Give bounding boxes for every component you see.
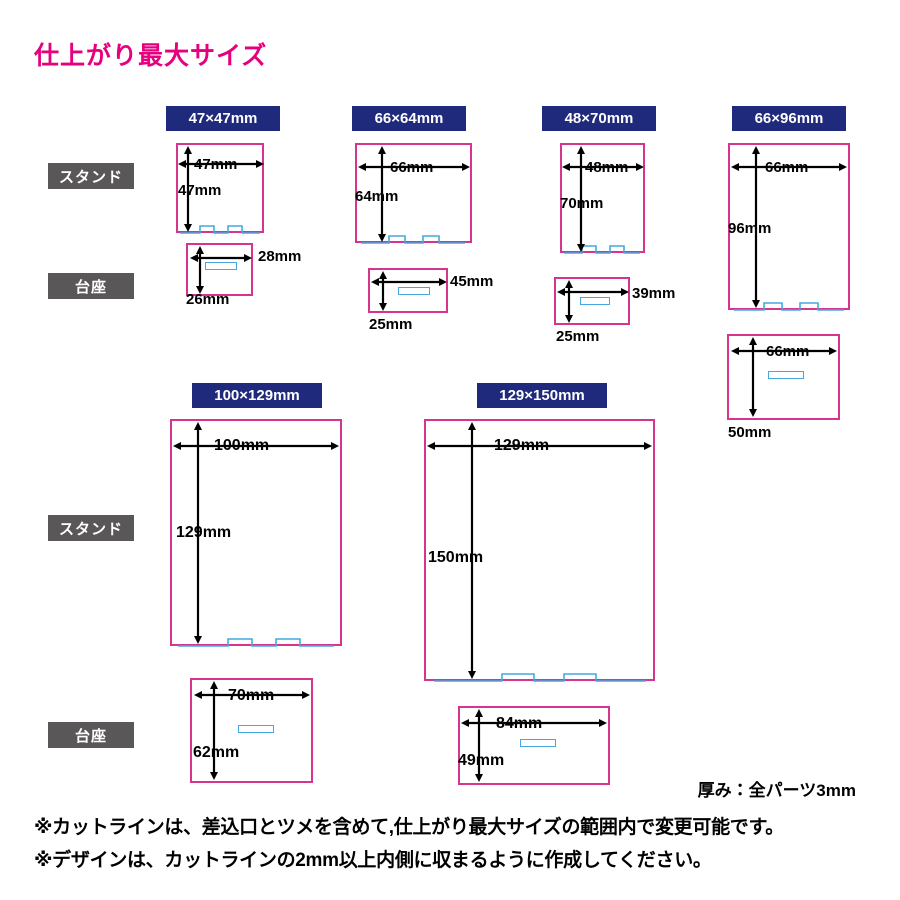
- note-design-margin: ※デザインは、カットラインの2mm以上内側に収まるように作成してください。: [34, 850, 712, 871]
- size-badge-66x96: 66×96mm: [732, 106, 846, 131]
- dim-text-66x64-stand-height: 64mm: [355, 188, 399, 205]
- base-slot-129x150: [520, 739, 556, 747]
- dim-text-129x150-stand-height: 150mm: [428, 549, 484, 566]
- row-label-stand-top: スタンド: [48, 163, 134, 189]
- base-slot-48x70: [580, 297, 610, 305]
- dim-text-47x47-stand-height: 47mm: [178, 182, 222, 199]
- dim-text-100x129-base-width: 70mm: [228, 687, 275, 704]
- dim-text-47x47-stand-width: 47mm: [194, 156, 238, 173]
- page-title: 仕上がり最大サイズ: [34, 42, 268, 70]
- size-badge-47x47: 47×47mm: [166, 106, 280, 131]
- dim-text-48x70-stand-height: 70mm: [560, 195, 604, 212]
- dim-text-47x47-base-height: 26mm: [186, 291, 230, 308]
- dim-text-66x96-stand-height: 96mm: [728, 220, 772, 237]
- dim-text-66x96-base-width: 66mm: [766, 343, 810, 360]
- dim-text-100x129-base-height: 62mm: [193, 744, 240, 761]
- dim-text-66x96-stand-width: 66mm: [765, 159, 809, 176]
- base-slot-66x96: [768, 371, 804, 379]
- dim-text-48x70-base-width: 39mm: [632, 285, 676, 302]
- base-slot-66x64: [398, 287, 430, 295]
- dim-text-129x150-base-height: 49mm: [458, 752, 505, 769]
- dim-text-129x150-base-width: 84mm: [496, 715, 543, 732]
- dim-text-100x129-stand-width: 100mm: [214, 437, 270, 454]
- size-badge-100x129: 100×129mm: [192, 383, 322, 408]
- base-slot-100x129: [238, 725, 274, 733]
- row-label-base-bottom: 台座: [48, 722, 134, 748]
- stand-part-129x150: [424, 419, 655, 681]
- stand-part-66x96: [728, 143, 850, 310]
- dim-text-66x96-base-height: 50mm: [728, 424, 772, 441]
- dim-text-48x70-stand-width: 48mm: [585, 159, 629, 176]
- dim-text-100x129-stand-height: 129mm: [176, 524, 232, 541]
- dim-text-66x64-base-width: 45mm: [450, 273, 494, 290]
- size-badge-129x150: 129×150mm: [477, 383, 607, 408]
- stand-part-48x70: [560, 143, 645, 253]
- size-badge-48x70: 48×70mm: [542, 106, 656, 131]
- size-badge-66x64: 66×64mm: [352, 106, 466, 131]
- dim-text-47x47-base-width: 28mm: [258, 248, 302, 265]
- thickness-note: 厚み：全パーツ3mm: [697, 781, 856, 800]
- row-label-base-top: 台座: [48, 273, 134, 299]
- base-slot-47x47: [205, 262, 237, 270]
- stand-part-66x64: [355, 143, 472, 243]
- dim-text-66x64-base-height: 25mm: [369, 316, 413, 333]
- dim-text-48x70-base-height: 25mm: [556, 328, 600, 345]
- note-cutline: ※カットラインは、差込口とツメを含めて,仕上がり最大サイズの範囲内で変更可能です…: [34, 817, 784, 838]
- stand-part-47x47: [176, 143, 264, 233]
- dim-text-66x64-stand-width: 66mm: [390, 159, 434, 176]
- row-label-stand-bottom: スタンド: [48, 515, 134, 541]
- dim-text-129x150-stand-width: 129mm: [494, 437, 550, 454]
